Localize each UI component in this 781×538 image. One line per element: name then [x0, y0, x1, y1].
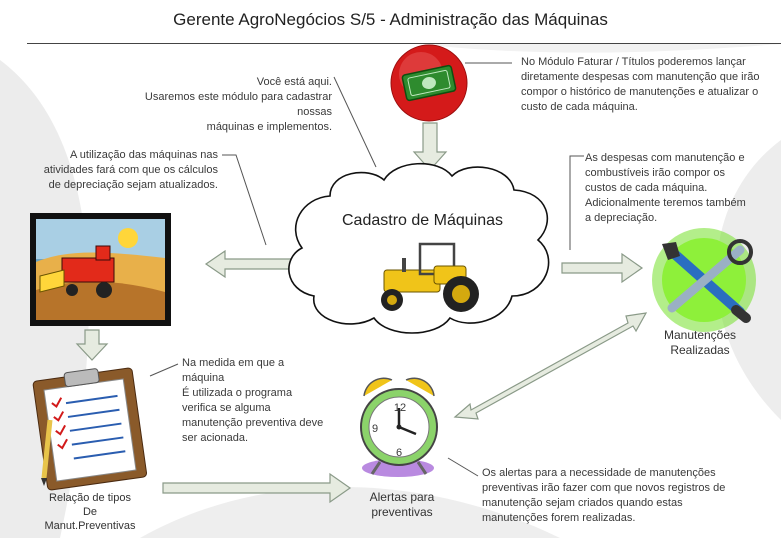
harvest-picture — [30, 213, 171, 326]
leader-usage — [222, 154, 267, 246]
tractor-icon — [381, 242, 479, 312]
arrow-harvest-to-clipboard — [75, 329, 109, 361]
clock-number-6: 6 — [395, 447, 403, 459]
arrow-clock-tools — [453, 312, 648, 420]
leader-alerts — [447, 457, 479, 477]
clock-number-12: 12 — [393, 402, 407, 414]
clock-number-9: 9 — [372, 423, 379, 435]
clipboard-icon — [32, 367, 148, 491]
leader-expenses — [569, 155, 584, 250]
note-alerts: Os alertas para a necessidade de manuten… — [482, 467, 726, 524]
arrow-clipboard-to-clock — [162, 472, 352, 504]
note-billing: No Módulo Faturar / Títulos poderemos la… — [521, 56, 760, 113]
page-title: Gerente AgroNegócios S/5 - Administração… — [173, 10, 608, 29]
note-here: Você está aqui.Usaremos este módulo para… — [144, 76, 332, 133]
tools-icon — [652, 228, 756, 332]
leader-here — [333, 76, 377, 168]
cloud-title: Cadastro de Máquinas — [342, 212, 503, 229]
arrow-cloud-to-tools — [561, 252, 644, 284]
money-icon — [390, 44, 468, 122]
leader-measure — [149, 363, 179, 377]
cloud-shape — [288, 162, 550, 334]
alarm-clock-icon — [360, 377, 438, 477]
arrow-money-to-cloud — [412, 122, 448, 171]
title-divider — [27, 43, 781, 44]
arrow-cloud-to-harvest — [204, 249, 299, 279]
